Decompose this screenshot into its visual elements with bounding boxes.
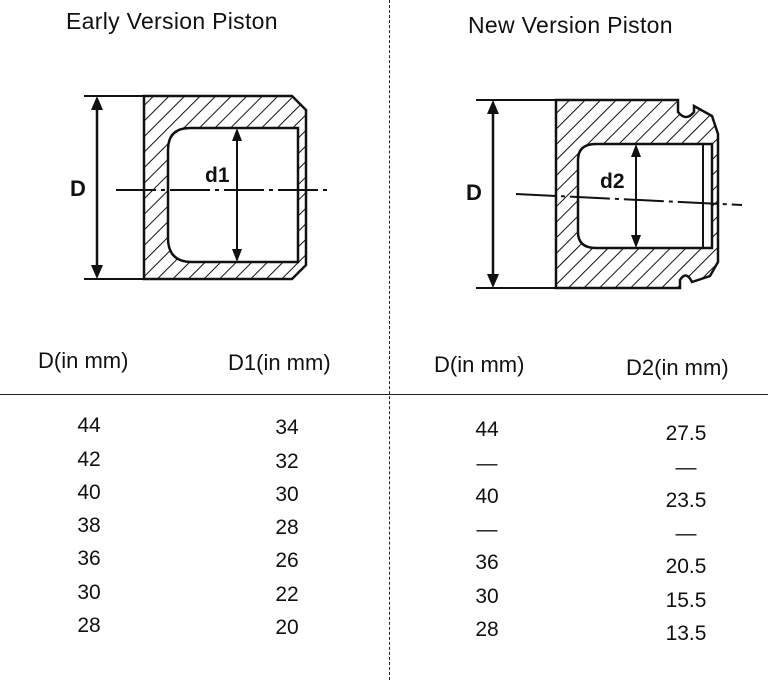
- table-cell: 36: [475, 551, 499, 574]
- early-piston-body: [142, 94, 308, 281]
- table-cell: 26: [275, 549, 299, 572]
- table-cell: 34: [275, 416, 299, 439]
- table-cell: 40: [475, 485, 499, 508]
- early-piston-diagram: [84, 94, 330, 281]
- table-cell: —: [476, 518, 498, 541]
- early-D-arrow-down: [91, 265, 103, 279]
- new-col-d-header: D(in mm): [434, 352, 525, 377]
- early-D-label: D: [70, 176, 86, 201]
- new-d2-arrow-down: [631, 235, 641, 248]
- table-cell: 13.5: [665, 622, 707, 645]
- table-cell: 40: [77, 481, 101, 504]
- table-cell: 42: [77, 448, 101, 471]
- table-cell: 38: [77, 514, 101, 537]
- new-d2-arrow-up: [631, 144, 641, 157]
- table-cell: 15.5: [665, 589, 707, 612]
- table-cell: 30: [275, 483, 299, 506]
- new-col-d2-header: D2(in mm): [626, 355, 729, 380]
- table-cell: 36: [77, 547, 101, 570]
- early-D-arrow-up: [91, 96, 103, 110]
- table-cell: 27.5: [665, 422, 707, 445]
- table-cell: 22: [275, 583, 299, 606]
- table-cell: 28: [475, 618, 499, 641]
- piston-diagrams: D d1 D d2: [70, 94, 743, 290]
- table-cell: —: [476, 452, 498, 475]
- new-piston-title: New Version Piston: [468, 12, 673, 38]
- new-centerline: [515, 193, 743, 206]
- early-d1-label: d1: [205, 164, 230, 187]
- table-cell: 32: [275, 450, 299, 473]
- header-rule: [0, 394, 768, 395]
- table-cell: 20.5: [665, 555, 707, 578]
- new-d2-label: d2: [600, 170, 625, 193]
- early-piston-title: Early Version Piston: [66, 8, 278, 34]
- new-piston-body: [554, 98, 720, 290]
- early-d1-arrow-up: [232, 128, 242, 141]
- new-D-arrow-down: [487, 274, 499, 288]
- table-cell: 30: [77, 581, 101, 604]
- table-cell: 44: [475, 418, 499, 441]
- table-cell: —: [675, 456, 697, 479]
- table-cell: —: [675, 522, 697, 545]
- early-col-d-header: D(in mm): [38, 348, 129, 373]
- table-cell: 20: [275, 616, 299, 639]
- table-cell: 28: [77, 614, 101, 637]
- table-cell: 30: [475, 585, 499, 608]
- new-D-label: D: [466, 180, 482, 205]
- new-D-arrow-up: [487, 100, 499, 114]
- table-cell: 23.5: [665, 489, 707, 512]
- early-d1-arrow-down: [232, 249, 242, 262]
- new-piston-diagram: [476, 98, 743, 290]
- column-divider: [389, 0, 390, 680]
- table-cell: 44: [77, 414, 101, 437]
- early-col-d1-header: D1(in mm): [228, 350, 331, 375]
- table-cell: 28: [275, 516, 299, 539]
